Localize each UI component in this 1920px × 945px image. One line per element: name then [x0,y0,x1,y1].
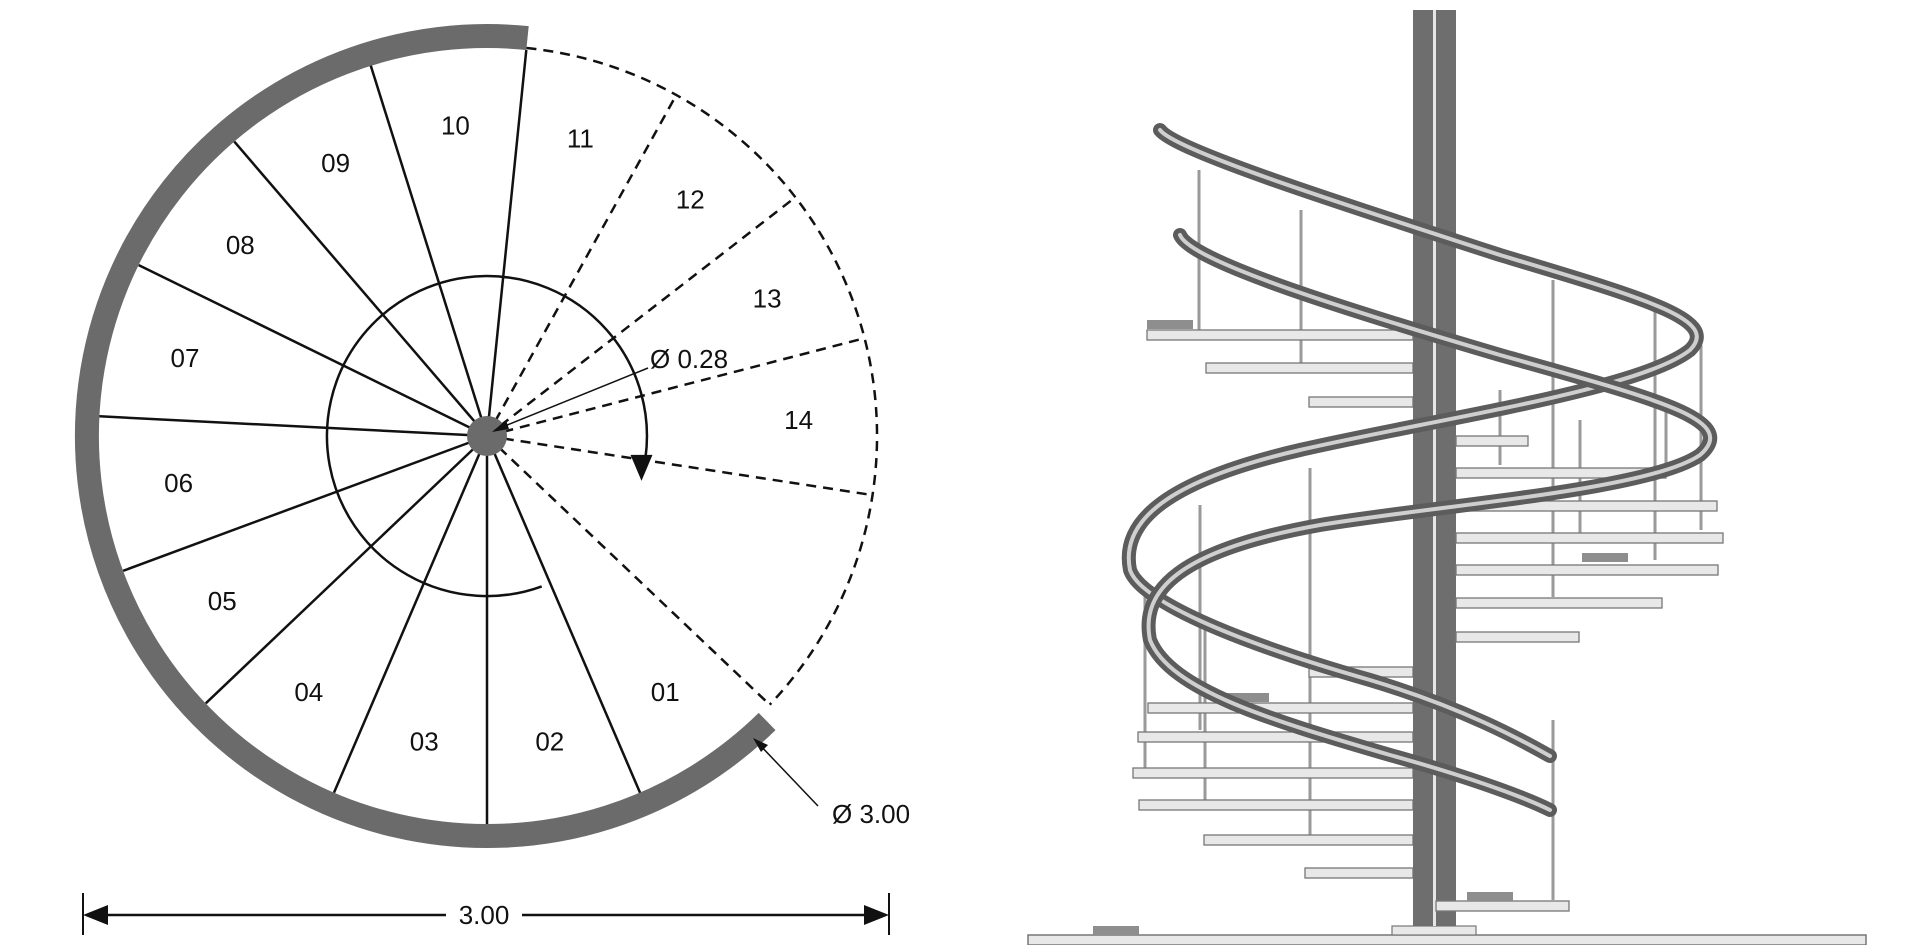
outer-diameter-leader [756,741,819,807]
tread [1455,532,1724,544]
riser-line [485,435,642,794]
column-base [1391,925,1477,936]
step-label: 12 [676,184,705,214]
tread [1205,362,1414,374]
step-labels: 01 02 03 04 05 06 07 08 09 10 11 12 13 14 [164,111,813,757]
riser-line [486,435,770,705]
overall-width-dimension: 3.00 [82,893,890,935]
step-label: 04 [294,677,323,707]
outer-diameter-arrowhead [753,738,768,752]
column-diameter-arrowhead [492,420,509,432]
outer-railing-band [74,24,776,849]
tread [1146,329,1414,341]
riser-line [486,197,795,437]
overall-width-label: 3.00 [459,900,510,930]
landing-marker-mid [1582,553,1628,562]
tread [1304,867,1414,879]
tread [1137,731,1414,743]
treads-right [1435,435,1724,912]
riser-line [485,96,677,437]
riser-line [486,337,863,438]
handrail-upper-highlight [1126,128,1699,758]
walking-direction-arrow [630,454,653,481]
walking-line-arc [325,274,649,598]
riser-line [233,140,488,437]
step-label: 09 [321,148,350,178]
floor-slab [1027,934,1867,945]
landing-marker-low [1223,693,1269,702]
step-label: 01 [651,677,680,707]
outer-diameter-label: Ø 3.00 [832,799,910,829]
riser-line [369,65,489,437]
step-label: 07 [171,343,200,373]
elevation-view [1027,10,1867,945]
column-diameter-leader [494,367,649,431]
floor-marker-left [1093,926,1139,935]
tread [1203,834,1414,846]
tread [1308,396,1414,408]
riser-line [99,415,488,438]
landing-marker-bottom [1467,892,1513,901]
step-label: 13 [753,284,782,314]
column-diameter-label: Ø 0.28 [650,344,728,374]
handrail-lower-highlight [1146,233,1713,812]
tread [1455,435,1529,447]
tread [1132,767,1414,779]
outer-dashed-arc [526,46,879,706]
step-label: 10 [441,111,470,141]
handrail-upper [1121,123,1704,763]
plan-view: 01 02 03 04 05 06 07 08 09 10 11 12 13 14 Ø 0.28 Ø 3.… [74,24,910,935]
riser-line [486,434,871,497]
landing-marker-top [1147,320,1193,329]
step-label: 11 [567,123,594,153]
tread [1455,631,1580,643]
tread [1147,702,1414,714]
step-label: 02 [535,727,564,757]
step-label: 08 [226,230,255,260]
tread [1455,564,1719,576]
tread [1455,597,1663,609]
center-column [467,416,507,456]
step-label: 03 [410,727,439,757]
central-column [1413,10,1456,926]
riser-line [332,435,489,794]
riser-line [138,263,488,438]
step-label: 05 [208,586,237,616]
riser-lines [99,49,871,824]
tread [1435,900,1570,912]
riser-line [485,49,528,437]
tread [1138,799,1414,811]
riser-line [122,434,488,572]
step-label: 14 [784,405,813,435]
step-label: 06 [164,468,193,498]
riser-line [204,435,488,705]
